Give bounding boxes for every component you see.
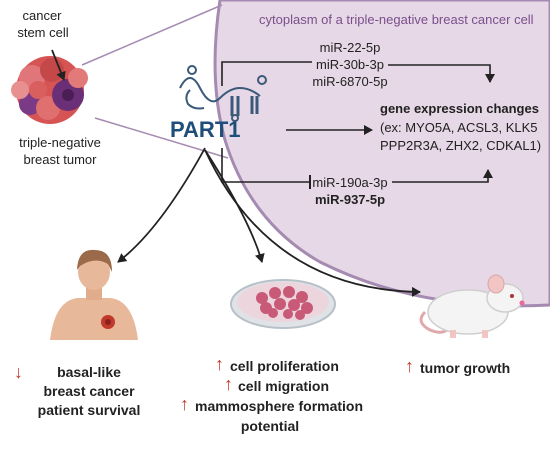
rna-structure-icon bbox=[179, 65, 267, 122]
mirna-down-arrow bbox=[392, 169, 493, 183]
gene-changes-line1: (ex: MYO5A, ACSL3, KLK5 bbox=[380, 120, 538, 135]
mouse-outcome-line1: tumor growth bbox=[420, 360, 511, 376]
stem-cell-label-line1: cancer bbox=[22, 8, 62, 23]
cell-outcome-line1: cell proliferation bbox=[230, 358, 339, 374]
up-arrow-icon: ↑ bbox=[180, 394, 189, 414]
stem-cell-label-line2: stem cell bbox=[17, 25, 69, 40]
zoom-line-top bbox=[81, 4, 223, 66]
cell-outcome-line2: cell migration bbox=[238, 378, 330, 394]
lncrna-name: PART1 bbox=[170, 117, 241, 142]
patient-outcome-line2: breast cancer bbox=[43, 383, 135, 399]
mirna-down-1: miR-190a-3p bbox=[312, 175, 388, 190]
gene-changes-line2: PPP2R3A, ZHX2, CDKAL1) bbox=[380, 138, 542, 153]
cell-outcome-line3: mammosphere formation bbox=[195, 398, 364, 414]
mirna-up-connector bbox=[221, 61, 312, 86]
tumor-label-line1: triple-negative bbox=[19, 135, 101, 150]
petri-dish bbox=[230, 279, 336, 329]
down-arrow-icon: ↓ bbox=[14, 362, 23, 382]
cell-title: cytoplasm of a triple-negative breast ca… bbox=[259, 12, 534, 27]
mirna-up-3: miR-6870-5p bbox=[312, 74, 388, 89]
mirna-up-arrow bbox=[388, 64, 495, 83]
up-arrow-icon: ↑ bbox=[224, 374, 233, 394]
up-arrow-icon: ↑ bbox=[405, 356, 414, 376]
mirna-down-2: miR-937-5p bbox=[314, 192, 386, 207]
patient-outcome-line1: basal-like bbox=[57, 364, 121, 380]
patient-outcome-line3: patient survival bbox=[37, 402, 141, 418]
tumor-label-line2: breast tumor bbox=[23, 152, 97, 167]
tumor-illustration bbox=[11, 56, 88, 124]
patient-figure bbox=[50, 249, 138, 340]
stem-cell-pointer bbox=[51, 49, 66, 81]
mouse-figure bbox=[419, 274, 525, 338]
mirna-up-1: miR-22-5p bbox=[319, 40, 381, 55]
arrow-to-cells bbox=[204, 149, 265, 263]
up-arrow-icon: ↑ bbox=[215, 354, 224, 374]
gene-changes-title: gene expression changes bbox=[380, 101, 539, 116]
mirna-up-2: miR-30b-3p bbox=[316, 57, 384, 72]
arrow-to-mouse bbox=[204, 149, 421, 297]
arrow-to-patient bbox=[117, 147, 206, 263]
cell-outcome-line4: potential bbox=[240, 418, 300, 434]
